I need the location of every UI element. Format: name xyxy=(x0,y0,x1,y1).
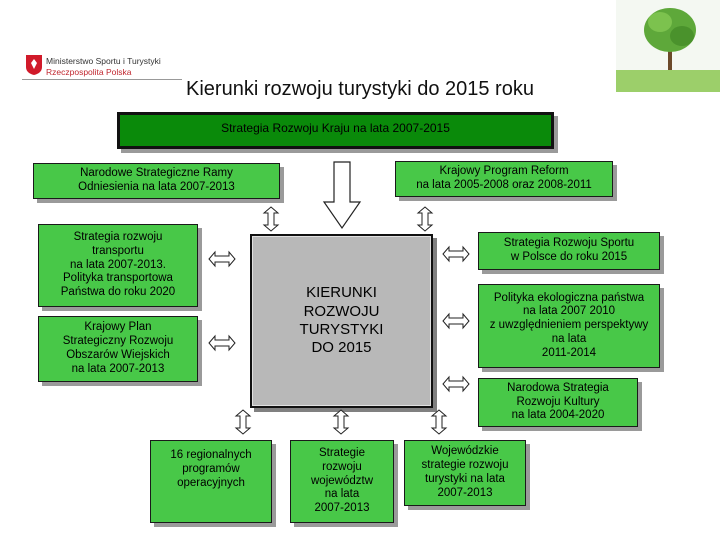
double-arrow-horizontal-ecology xyxy=(443,313,469,329)
kpzow-label: Krajowy Plan Strategiczny Rozwoju Obszar… xyxy=(63,321,174,376)
double-arrow-horizontal-culture xyxy=(443,376,469,392)
sport-strategy-label: Strategia Rozwoju Sportu w Polsce do rok… xyxy=(504,237,634,265)
ecology-policy-label: Polityka ekologiczna państwa na lata 200… xyxy=(490,292,649,361)
ministry-line-2: Rzeczpospolita Polska xyxy=(46,67,161,78)
transport-strategy-label: Strategia rozwoju transportu na lata 200… xyxy=(61,231,175,300)
nsro-label: Narodowe Strategiczne Ramy Odniesienia n… xyxy=(78,167,235,195)
page-title: Kierunki rozwoju turystyki do 2015 roku xyxy=(0,78,720,101)
double-arrow-vertical-tourism xyxy=(431,410,447,434)
double-arrow-horizontal-kpzow xyxy=(209,335,235,351)
tourism-strategies-box: Wojewódzkie strategie rozwoju turystyki … xyxy=(404,440,526,506)
strategia-rozwoju-kraju-label: Strategia Rozwoju Kraju na lata 2007-201… xyxy=(221,121,450,135)
kpzow-box: Krajowy Plan Strategiczny Rozwoju Obszar… xyxy=(38,316,198,382)
kierunki-center-label: KIERUNKI ROZWOJU TURYSTYKI DO 2015 xyxy=(300,284,384,357)
ministry-logo xyxy=(26,55,42,75)
eagle-emblem-icon xyxy=(26,55,42,75)
regional-programs-label: 16 regionalnych programów operacyjnych xyxy=(170,449,251,490)
kierunki-center-box: KIERUNKI ROZWOJU TURYSTYKI DO 2015 xyxy=(250,234,433,408)
tourism-strategies-label: Wojewódzkie strategie rozwoju turystyki … xyxy=(422,445,509,500)
voivodeship-strategies-label: Strategie rozwoju województw na lata 200… xyxy=(311,447,373,516)
ministry-line-1: Ministerstwo Sportu i Turystyki xyxy=(46,56,161,67)
double-arrow-horizontal-sport xyxy=(443,246,469,262)
strategia-rozwoju-kraju-box: Strategia Rozwoju Kraju na lata 2007-201… xyxy=(117,112,554,149)
ecology-policy-box: Polityka ekologiczna państwa na lata 200… xyxy=(478,284,660,368)
nsro-box: Narodowe Strategiczne Ramy Odniesienia n… xyxy=(33,163,280,199)
voivodeship-strategies-box: Strategie rozwoju województw na lata 200… xyxy=(290,440,394,523)
culture-strategy-box: Narodowa Strategia Rozwoju Kultury na la… xyxy=(478,378,638,427)
double-arrow-vertical-left-top xyxy=(263,207,279,231)
double-arrow-horizontal-transport xyxy=(209,251,235,267)
culture-strategy-label: Narodowa Strategia Rozwoju Kultury na la… xyxy=(507,382,609,423)
regional-programs-box: 16 regionalnych programów operacyjnych xyxy=(150,440,272,523)
double-arrow-vertical-right-top xyxy=(417,207,433,231)
down-arrow-main xyxy=(322,162,362,230)
kpr-box: Krajowy Program Reform na lata 2005-2008… xyxy=(395,161,613,197)
kpr-label: Krajowy Program Reform na lata 2005-2008… xyxy=(416,165,592,193)
ministry-name: Ministerstwo Sportu i Turystyki Rzeczpos… xyxy=(46,56,161,78)
double-arrow-vertical-regional xyxy=(235,410,251,434)
transport-strategy-box: Strategia rozwoju transportu na lata 200… xyxy=(38,224,198,307)
double-arrow-vertical-voivodeship xyxy=(333,410,349,434)
sport-strategy-box: Strategia Rozwoju Sportu w Polsce do rok… xyxy=(478,232,660,270)
